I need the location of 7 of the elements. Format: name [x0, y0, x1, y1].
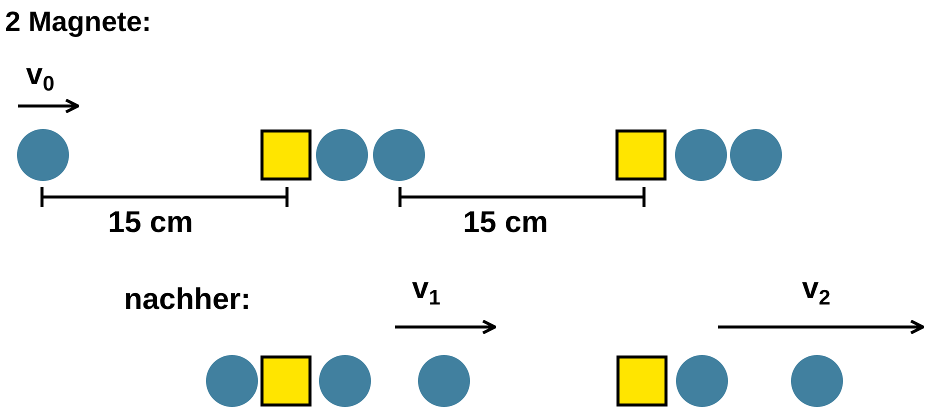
velocity-label: v$_{0}$ — [26, 58, 54, 96]
velocity-label: v$_{1}$ — [412, 272, 440, 310]
dimension-label: 15 cm — [108, 206, 194, 240]
diagram-title: 2 Magnete: — [5, 6, 152, 38]
velocity-label: v$_{2}$ — [802, 272, 830, 310]
section-label: nachher: — [124, 283, 251, 317]
dimension-label: 15 cm — [463, 206, 548, 240]
